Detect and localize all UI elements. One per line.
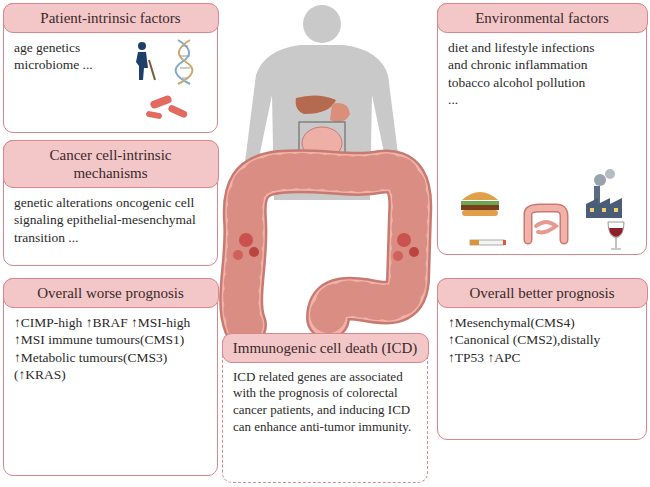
colon-outline bbox=[241, 171, 410, 325]
box-body: ↑Mesenchymal(CMS4) ↑Canonical (CMS2),dis… bbox=[438, 308, 648, 375]
colon bbox=[239, 171, 411, 358]
box-heading: Patient-intrinsic factors bbox=[3, 3, 219, 33]
tumour bbox=[409, 247, 419, 257]
cigarette-icon bbox=[470, 240, 506, 245]
intestine-icon bbox=[528, 208, 564, 240]
factor-box: Patient-intrinsic factorsage genetics mi… bbox=[3, 3, 218, 133]
bacteria-icon bbox=[146, 94, 189, 119]
liver bbox=[296, 95, 336, 114]
tumour bbox=[239, 233, 253, 247]
tumour bbox=[393, 251, 403, 261]
box-body: diet and lifestyle infections and chroni… bbox=[438, 33, 608, 117]
prognosis-box: Overall worse prognosis↑CIMP-high ↑BRAF … bbox=[3, 278, 218, 476]
tumour bbox=[233, 250, 243, 260]
tumour bbox=[249, 247, 259, 257]
wine-glass-icon bbox=[608, 222, 624, 249]
factory-icon bbox=[586, 169, 622, 218]
tumours bbox=[233, 233, 419, 261]
box-heading: Environmental factors bbox=[437, 3, 648, 33]
icd-box: Immunogenic cell death (ICD)ICD related … bbox=[222, 333, 428, 483]
box-body: ↑CIMP-high ↑BRAF ↑MSI-high ↑MSI immune t… bbox=[4, 308, 214, 392]
factor-box: Environmental factorsdiet and lifestyle … bbox=[437, 3, 647, 255]
prognosis-box: Overall better prognosis↑Mesenchymal(CMS… bbox=[437, 278, 647, 440]
tumour bbox=[397, 233, 411, 247]
box-body: ICD related genes are associated with th… bbox=[223, 363, 427, 445]
box-heading: Overall worse prognosis bbox=[3, 278, 219, 308]
elderly-person-icon bbox=[136, 42, 155, 80]
box-heading: Overall better prognosis bbox=[437, 278, 648, 308]
box-heading: Cancer cell-intrinsic mechanisms bbox=[3, 140, 219, 188]
box-body: genetic alterations oncogenic cell signa… bbox=[4, 188, 217, 255]
box-body: age genetics microbiome ... bbox=[4, 33, 136, 82]
burger-icon bbox=[461, 192, 499, 216]
box-heading: Immunogenic cell death (ICD) bbox=[222, 333, 429, 363]
head bbox=[303, 5, 341, 43]
dna-icon bbox=[176, 40, 193, 84]
haustra bbox=[241, 171, 410, 325]
colon-wall bbox=[241, 171, 410, 325]
stomach bbox=[330, 103, 350, 122]
mechanism-box: Cancer cell-intrinsic mechanismsgenetic … bbox=[3, 140, 218, 266]
